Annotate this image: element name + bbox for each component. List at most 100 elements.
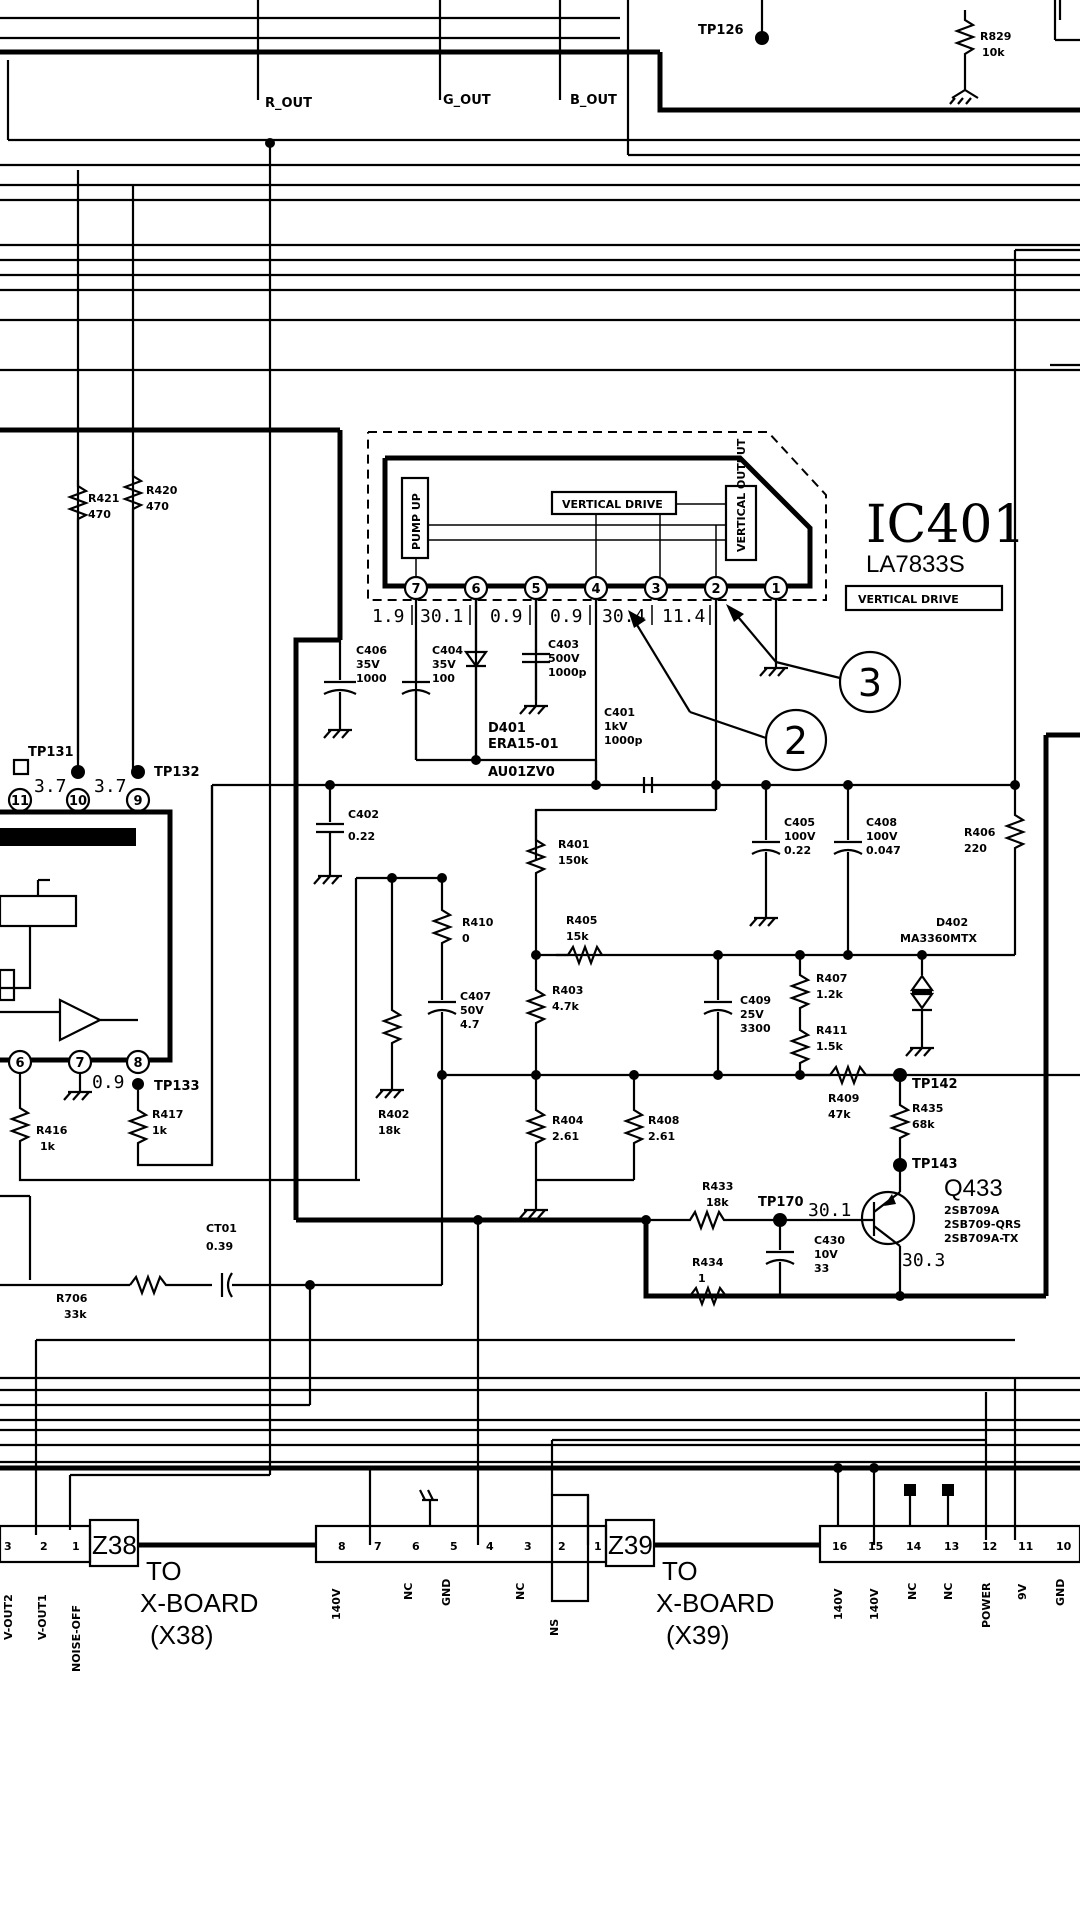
c405-v2: 0.22 — [784, 844, 811, 857]
callout-3: 3 — [726, 604, 902, 714]
c405-capacitor: C405 100V 0.22 — [749, 785, 816, 927]
r829-name: R829 — [980, 30, 1011, 43]
r407-resistor: R407 1.2k — [788, 955, 847, 1020]
ic-pin-7: 7 — [411, 582, 420, 597]
c404-v2: 100 — [432, 672, 455, 685]
c403-v1: 500V — [548, 652, 580, 665]
r410-value: 0 — [462, 932, 470, 945]
c408-capacitor: C408 100V 0.047 — [833, 785, 901, 955]
vertical-trunks — [0, 138, 343, 1475]
c403-capacitor: C403 500V 1000p — [519, 600, 587, 715]
z39-x: (X39) — [666, 1620, 730, 1650]
r433-name: R433 — [702, 1180, 733, 1193]
r416-name: R416 — [36, 1124, 68, 1137]
r435-name: R435 — [912, 1102, 943, 1115]
mid-pin-8: 8 — [338, 1540, 346, 1553]
r434-name: R434 — [692, 1256, 724, 1269]
r420-value: 470 — [146, 500, 169, 513]
ic401-function-label: VERTICAL DRIVE — [858, 593, 959, 606]
d402-name: D402 — [936, 916, 968, 929]
c407-capacitor: C407 50V 4.7 — [427, 975, 491, 1075]
right-pin-16: 16 — [832, 1540, 848, 1553]
z39-board: X-BOARD — [656, 1588, 774, 1618]
r406-resistor: R406 220 — [964, 785, 1027, 955]
c404-name: C404 — [432, 644, 463, 657]
r433-resistor: R433 18k TP170 — [646, 1180, 804, 1232]
r408-resistor: R408 2.61 — [519, 1075, 679, 1219]
r407-name: R407 — [816, 972, 847, 985]
d402-value: MA3360MTX — [900, 932, 978, 945]
top-bus-lines — [0, 0, 1080, 790]
r417-value: 1k — [152, 1124, 168, 1137]
pin-voltages: 1.9 30.1 0.9 0.9 30.4 11.4 — [372, 605, 711, 627]
c409-name: C409 — [740, 994, 771, 1007]
c408-v2: 0.047 — [866, 844, 901, 857]
c407-name: C407 — [460, 990, 491, 1003]
r404-value: 2.61 — [552, 1130, 579, 1143]
z38-to: TO — [146, 1556, 182, 1586]
right-pin-12: 12 — [982, 1540, 997, 1553]
left-pin-9: 9 — [133, 794, 142, 809]
r416-value: 1k — [40, 1140, 56, 1153]
r404-name: R404 — [552, 1114, 584, 1127]
c406-capacitor: C406 35V 1000 — [323, 640, 387, 739]
inner-block-label: VERTICAL DRIVE — [562, 498, 663, 511]
right-signal-nc-b: NC — [942, 1583, 955, 1600]
ic401-ref: IC401 — [866, 495, 1026, 555]
voltage-0-9: 0.9 — [92, 1072, 125, 1093]
right-pin-15: 15 — [868, 1540, 883, 1553]
c430-capacitor: C430 10V 33 — [765, 1220, 845, 1296]
ic401-pins: 7 6 5 4 3 2 1 — [403, 575, 789, 601]
r410-resistor: R410 0 — [354, 873, 494, 1180]
r435-resistor: TP142 R435 68k TP143 — [888, 1075, 958, 1172]
pin7-voltage: 1.9 — [372, 606, 405, 627]
r409-name: R409 — [828, 1092, 859, 1105]
r403-resistor: R403 4.7k — [524, 955, 583, 1075]
q433-part-3: 2SB709A-TX — [944, 1232, 1019, 1245]
tp142-label: TP142 — [912, 1077, 958, 1092]
r829-value: 10k — [982, 46, 1005, 59]
pin2-voltage: 11.4 — [662, 606, 705, 627]
q433-transistor: 30.1 30.3 Q433 2SB709A 2SB709-QRS 2SB709… — [780, 1165, 1021, 1301]
mid-bus — [210, 777, 1020, 1165]
z38-signal-noise-off: NOISE-OFF — [70, 1605, 83, 1672]
left-pin-6: 6 — [15, 1056, 24, 1071]
c406-name: C406 — [356, 644, 387, 657]
c402-capacitor: C402 0.22 — [313, 785, 379, 885]
ic-pin-1: 1 — [771, 582, 780, 597]
connector-x-mid: Z39 8 7 6 5 4 3 2 1 140V NC GND NC NS TO… — [314, 1489, 820, 1650]
r402-name: R402 — [378, 1108, 409, 1121]
c409-v2: 3300 — [740, 1022, 771, 1035]
ct01-name: CT01 — [206, 1222, 237, 1235]
q433-ref: Q433 — [944, 1175, 1003, 1202]
right-signal-gnd: GND — [1054, 1579, 1067, 1606]
ic-pin-4: 4 — [591, 582, 600, 597]
lower-bus — [437, 1068, 1080, 1082]
right-pin-10: 10 — [1056, 1540, 1072, 1553]
mid-signal-nc-2: NC — [514, 1583, 527, 1600]
r404-resistor: R404 2.61 — [524, 1075, 584, 1180]
c402-value: 0.22 — [348, 830, 375, 843]
r407-value: 1.2k — [816, 988, 843, 1001]
z39-label: Z39 — [608, 1530, 653, 1560]
q433-emitter-voltage: 30.3 — [902, 1250, 945, 1271]
left-pin-8: 8 — [133, 1056, 142, 1071]
c408-name: C408 — [866, 816, 897, 829]
mid-pin-7: 7 — [374, 1540, 382, 1553]
left-ic-section: R421 470 R420 470 TP131 TP132 3.7 3.7 11… — [0, 470, 444, 1321]
ct01-value: 0.39 — [206, 1240, 233, 1253]
connector-x-right: 16 15 14 13 12 11 10 140V 140V NC NC POW… — [818, 1463, 1080, 1628]
tp170-label: TP170 — [758, 1195, 804, 1210]
ic-pin-3: 3 — [651, 582, 660, 597]
right-pin-14: 14 — [906, 1540, 922, 1553]
right-signal-power: POWER — [980, 1582, 993, 1628]
c407-v1: 50V — [460, 1004, 484, 1017]
voltage-3-7-b: 3.7 — [94, 776, 127, 797]
r-out-label: R_OUT — [265, 96, 312, 111]
r406-name: R406 — [964, 826, 996, 839]
r405-resistor: R405 15k — [531, 914, 1015, 967]
pin5-voltage: 0.9 — [490, 606, 523, 627]
tp131-label: TP131 — [28, 745, 74, 760]
z38-pin-3: 3 — [4, 1540, 12, 1553]
r433-value: 18k — [706, 1196, 729, 1209]
